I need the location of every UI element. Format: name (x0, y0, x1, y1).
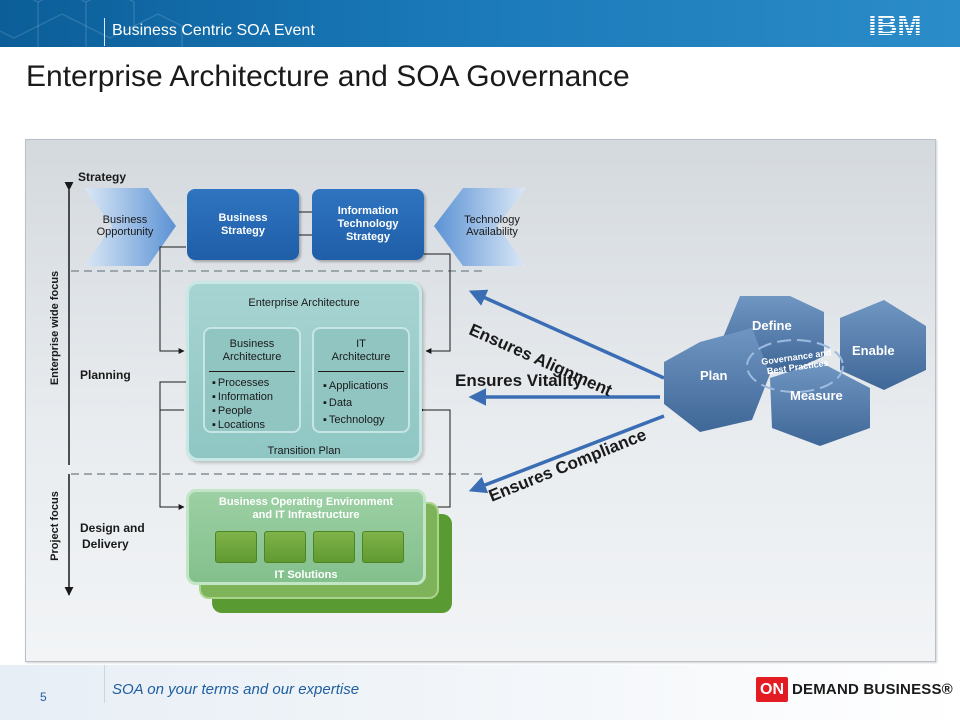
planning-label: Planning (80, 368, 131, 382)
page-number: 5 (40, 690, 47, 704)
hex-enable-label: Enable (852, 343, 895, 358)
event-title: Business Centric SOA Event (112, 22, 315, 39)
ibm-logo-text: IBM (868, 10, 921, 38)
alignment-arrow (468, 289, 665, 380)
enterprise-focus-label: Enterprise wide focus (49, 270, 61, 386)
footer-divider (104, 665, 105, 703)
page-title: Enterprise Architecture and SOA Governan… (26, 60, 630, 93)
hex-measure-label: Measure (790, 388, 843, 403)
ibm-logo: IBM (868, 10, 921, 38)
list-item: Technology (323, 412, 388, 429)
list-item: Locations (212, 418, 273, 432)
it-architecture-box: IT Architecture Applications Data Techno… (312, 327, 410, 433)
ea-title: Enterprise Architecture (248, 297, 360, 309)
governance-ring (746, 339, 844, 393)
list-item: Information (212, 390, 273, 404)
hex-enable (840, 300, 926, 390)
hexagon-pattern (0, 0, 183, 47)
it-solution-block (215, 531, 257, 563)
it-architecture-list: Applications Data Technology (323, 378, 388, 429)
header-divider (104, 18, 105, 46)
footer-bar (0, 665, 960, 720)
business-architecture-heading: Business Architecture (222, 338, 282, 363)
list-item: Processes (212, 376, 273, 390)
operating-environment-title: Business Operating Environment and IT In… (218, 496, 394, 521)
hex-plan (664, 328, 770, 432)
it-solutions-label: IT Solutions (274, 569, 338, 581)
it-architecture-heading: IT Architecture (331, 338, 391, 363)
hex-measure (770, 362, 870, 446)
it-solution-block (313, 531, 355, 563)
business-architecture-rule (209, 371, 295, 372)
it-solution-block (362, 531, 404, 563)
it-architecture-rule (318, 371, 404, 372)
strategy-label: Strategy (78, 170, 127, 184)
right-link-lower (418, 407, 451, 510)
left-link-upper (159, 246, 186, 354)
on-demand-business-logo: ON DEMAND BUSINESS® (756, 676, 953, 703)
business-opportunity-chevron (84, 188, 176, 266)
list-item: Applications (323, 378, 388, 395)
header-bar: Business Centric SOA Event IBM (0, 0, 960, 47)
business-architecture-list: Processes Information People Locations (212, 376, 273, 432)
left-link-lower (159, 381, 186, 510)
design-label-line2: Delivery (82, 537, 129, 551)
transition-plan-label: Transition Plan (267, 445, 341, 457)
business-architecture-box: Business Architecture Processes Informat… (203, 327, 301, 433)
on-logo-badge: ON (756, 677, 788, 702)
design-label-line1: Design and (80, 521, 145, 535)
technology-availability-chevron (434, 188, 526, 266)
list-item: Data (323, 395, 388, 412)
footer-tagline: SOA on your terms and our expertise (112, 681, 360, 698)
ensures-vitality-label: Ensures Vitality (455, 371, 583, 390)
project-focus-label: Project focus (49, 491, 61, 561)
right-link-upper (418, 251, 451, 354)
hex-plan-label: Plan (700, 368, 728, 383)
hex-define-label: Define (752, 318, 792, 333)
it-solution-block (264, 531, 306, 563)
compliance-arrow (468, 414, 665, 494)
list-item: People (212, 404, 273, 418)
governance-cluster (664, 296, 926, 446)
demand-business-text: DEMAND BUSINESS® (792, 681, 953, 698)
